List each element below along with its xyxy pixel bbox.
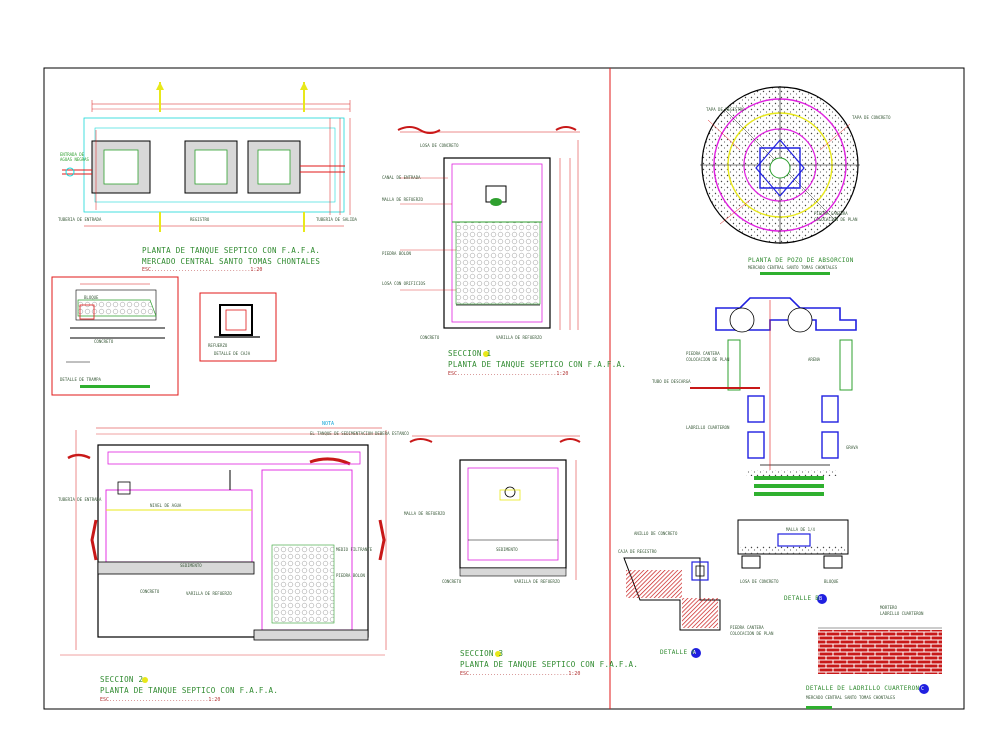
section-3-drawing [409, 435, 581, 580]
circle-label-stone: PIEDRA CANTERA [814, 211, 848, 216]
detail-trap-label-concrete: CONCRETO [94, 339, 114, 344]
detail-trap-title-bar [80, 385, 150, 388]
section-3-label-rebar: VARILLA DE REFUERZO [514, 579, 560, 584]
detail-trap-label-block: BLOQUE [84, 295, 99, 300]
section-2-note-text: EL TANQUE DE SEDIMENTACION DEBERA ESTANC… [310, 431, 409, 436]
detail-c-label-mortar: MORTERO [880, 605, 897, 610]
detail-a-tag-letter: A [693, 650, 697, 656]
detail-box-title: DETALLE DE CAJA [214, 351, 251, 356]
section-1-label-mesh: MALLA DE REFUERZO [382, 197, 423, 202]
svg-text:ENTRADA DE: ENTRADA DE [60, 152, 85, 157]
septic-tank-plan: ENTRADA DE AGUAS NEGRAS [60, 82, 351, 232]
detail-trap-title: DETALLE DE TRAMPA [60, 377, 101, 382]
absorption-pit-plan [700, 86, 860, 244]
section-3-subtitle: PLANTA DE TANQUE SEPTICO CON F.A.F.A. [460, 660, 639, 669]
pit-legend-bar-3 [754, 492, 824, 496]
plan-label-outlet-pipe: TUBERIA DE SALIDA [316, 217, 357, 222]
section-3-label-sediment: SEDIMENTO [496, 547, 518, 552]
section-2-subtitle: PLANTA DE TANQUE SEPTICO CON F.A.F.A. [100, 686, 279, 695]
section-2-label-water: NIVEL DE AGUA [150, 503, 182, 508]
detail-b-title: DETALLE B [784, 595, 820, 602]
detail-a-label-box: CAJA DE REGISTRO [618, 549, 657, 554]
circle-title-bar [760, 272, 830, 275]
section-2-label-sediment: SEDIMENTO [180, 563, 202, 568]
section-1-label-rebar: VARILLA DE REFUERZO [496, 335, 542, 340]
detail-b-label-slab: LOSA DE CONCRETO [740, 579, 779, 584]
plan-scale: ESC.................................1:20 [142, 267, 263, 273]
plan-title: PLANTA DE TANQUE SEPTICO CON F.A.F.A. [142, 246, 321, 255]
section-3-scale: ESC.................................1:20 [460, 671, 581, 677]
pit-label-pipe: TUBO DE DESCARGA [652, 379, 691, 384]
sheet-frame [43, 67, 965, 710]
section-2-label-inlet: TUBERIA DE ENTRADA [58, 497, 102, 502]
detail-a-title: DETALLE A [660, 649, 696, 656]
detail-trap-box [51, 276, 179, 396]
section-2-tag [142, 677, 148, 683]
detail-b-label-mesh: MALLA DE 1/4 [786, 527, 815, 532]
detail-box-label-rebar: REFUERZO [208, 343, 228, 348]
detail-box [199, 292, 277, 362]
plan-label-inlet-pipe: TUBERIA DE ENTRADA [58, 217, 102, 222]
circle-label-register-lid: TAPA DE REGISTRO [706, 107, 745, 112]
section-1-drawing [397, 126, 580, 330]
pit-legend-bar-2 [754, 484, 824, 488]
pit-label-sand: ARENA [808, 357, 821, 362]
circle-plan-subtitle: MERCADO CENTRAL SANTO TOMAS CHONTALES [748, 265, 838, 270]
pit-legend-bar-1 [754, 476, 824, 480]
section-1-label-channel: CANAL DE ENTRADA [382, 175, 421, 180]
section-2-label-stone: PIEDRA BOLON [336, 573, 365, 578]
pit-label-stone: PIEDRA CANTERA [686, 351, 720, 356]
section-1-label-perforated: LOSA CON ORIFICIOS [382, 281, 426, 286]
circle-label-concrete-lid: TAPA DE CONCRETO [852, 115, 891, 120]
plan-subtitle: MERCADO CENTRAL SANTO TOMAS CHONTALES [142, 257, 321, 266]
circle-label-placement: COLOCACION DE PLAN [814, 217, 858, 222]
section-2-title: SECCION 2 [100, 675, 144, 684]
detail-b-tag-letter: B [819, 596, 823, 602]
section-1-label-concrete: CONCRETO [420, 335, 440, 340]
pit-label-brick: LADRILLO CUARTERON [686, 425, 730, 430]
detail-a-drawing [623, 557, 721, 631]
section-2-note-heading: NOTA [322, 421, 335, 427]
plan-label-register: REGISTRO [190, 217, 210, 222]
section-1-label-stone: PIEDRA BOLON [382, 251, 411, 256]
absorption-pit-section [690, 297, 857, 476]
section-1-label-slab: LOSA DE CONCRETO [420, 143, 459, 148]
circle-plan-title: PLANTA DE POZO DE ABSORCION [748, 257, 854, 264]
detail-a-label-stone: PIEDRA CANTERA [730, 625, 764, 630]
section-1-tag [483, 351, 489, 357]
detail-b-drawing [737, 519, 849, 569]
detail-a-label-placement: COLOCACION DE PLAN [730, 631, 774, 636]
detail-b-tag [817, 594, 827, 604]
section-3-tag [495, 651, 501, 657]
section-2-label-filter: MEDIO FILTRANTE [336, 547, 373, 552]
detail-c-tag-letter: C [921, 686, 925, 692]
section-2-label-rebar: VARILLA DE REFUERZO [186, 591, 232, 596]
section-2-label-concrete: CONCRETO [140, 589, 160, 594]
pit-label-placement: COLOCACION DE PLAN [686, 357, 730, 362]
detail-a-label-ring: ANILLO DE CONCRETO [634, 531, 678, 536]
section-2-scale: ESC.................................1:20 [100, 697, 221, 703]
detail-c-tag [919, 684, 929, 694]
pit-label-gravel: GRAVA [846, 445, 859, 450]
section-3-label-concrete: CONCRETO [442, 579, 462, 584]
section-2-drawing [60, 427, 387, 656]
detail-c-drawing [818, 627, 942, 674]
detail-b-label-block: BLOQUE [824, 579, 839, 584]
detail-c-title: DETALLE DE LADRILLO CUARTERON [806, 685, 920, 692]
section-3-label-mesh: MALLA DE REFUERZO [404, 511, 445, 516]
section-1-scale: ESC.................................1:20 [448, 371, 569, 377]
detail-c-label-brick: LADRILLO CUARTERON [880, 611, 924, 616]
section-1-subtitle: PLANTA DE TANQUE SEPTICO CON F.A.F.A. [448, 360, 627, 369]
detail-c-subtitle: MERCADO CENTRAL SANTO TOMAS CHONTALES [806, 695, 896, 700]
section-1-title: SECCION 1 [448, 349, 492, 358]
detail-c-title-bar [806, 706, 832, 709]
detail-a-tag [691, 648, 701, 658]
section-3-title: SECCION 3 [460, 649, 504, 658]
svg-text:AGUAS NEGRAS: AGUAS NEGRAS [60, 157, 89, 162]
